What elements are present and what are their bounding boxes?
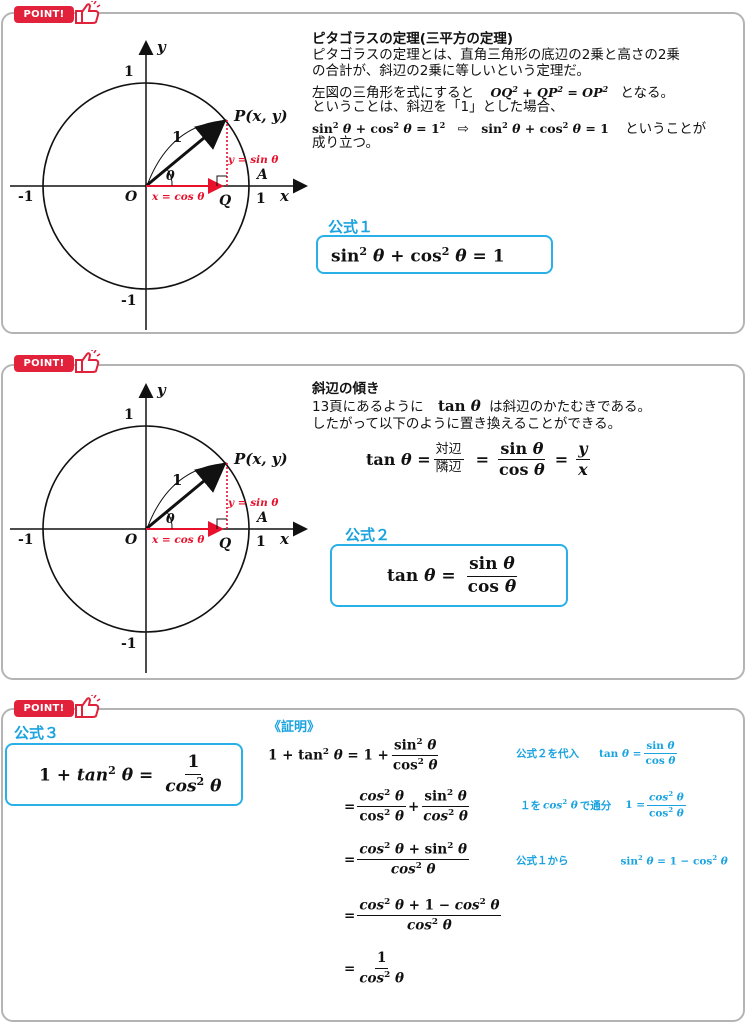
tick-1-right: 1	[256, 534, 266, 550]
thumbs-up-icon	[75, 1, 101, 24]
section1-line3: 左図の三角形を式にすると OQ2 + QP2 = OP2 となる。	[312, 81, 674, 102]
opposite-label: 対辺	[433, 443, 464, 461]
section2-heading: 斜辺の傾き	[312, 381, 380, 397]
section1-line3a: 左図の三角形を式にすると	[312, 85, 475, 102]
section1-line1: ピタゴラスの定理とは、直角三角形の底辺の2乗と高さの2乗	[312, 47, 680, 63]
y-axis-label: y	[157, 381, 166, 399]
section1-line6: 成り立つ。	[312, 135, 379, 151]
note3-text: 公式１から	[516, 855, 569, 867]
formula2-label: 公式２	[345, 526, 391, 544]
implies-arrow: ⇨	[457, 121, 469, 138]
section1-line5: sin2 θ + cos2 θ = 12 ⇨ sin2 θ + cos2 θ =…	[312, 117, 706, 138]
section2-line1b: は斜辺のかたむきである。	[489, 399, 651, 415]
point-q-label: Q	[219, 193, 232, 209]
adjacent-label: 隣辺	[435, 460, 462, 476]
x-cos-label: x = cos θ	[152, 534, 205, 546]
unit-circle-figure-2	[10, 383, 308, 673]
section1-line3b: となる。	[620, 85, 675, 102]
radius-label: 1	[172, 128, 183, 146]
point-a-label: A	[257, 510, 268, 526]
x-cos-label: x = cos θ	[152, 191, 205, 203]
section1-heading: ピタゴラスの定理(三平方の定理)	[312, 31, 514, 47]
section2-line2: したがって以下のように置き換えることができる。	[312, 416, 622, 432]
equals-2: =	[554, 450, 569, 470]
origin-label: O	[125, 532, 138, 548]
point-badge-label: POINT!	[14, 355, 74, 372]
note2b-text: で通分	[579, 799, 612, 812]
tan-theta-inline: tan θ	[437, 397, 481, 415]
opp-over-adj: 対辺 隣辺	[433, 443, 464, 476]
section2-line1a: 13頁にあるように	[312, 399, 424, 415]
formula1-label: 公式１	[328, 218, 374, 236]
tick-neg1-left: -1	[18, 189, 34, 205]
unit-circle-figure-1	[10, 40, 308, 330]
note2a-text: １を	[520, 799, 541, 812]
radius-label: 1	[172, 471, 183, 489]
section1-line4: ということは、斜辺を「1」とした場合、	[312, 99, 564, 115]
formula1-box: sin2 θ + cos2 θ = 1	[316, 235, 553, 274]
tick-neg1-bottom: -1	[121, 636, 137, 652]
y-sin-label: y = sin θ	[228, 497, 279, 509]
origin-label: O	[125, 189, 138, 205]
proof-note-3: 公式１から sin2 θ = 1 − cos2 θ	[516, 853, 728, 868]
point-a-label: A	[257, 167, 268, 183]
section2-line1: 13頁にあるように tan θ は斜辺のかたむきである。	[312, 398, 651, 416]
angle-label: θ	[166, 169, 175, 184]
y-sin-label: y = sin θ	[228, 154, 279, 166]
point-badge-label: POINT!	[14, 700, 74, 717]
proof-title: 《証明》	[268, 720, 321, 735]
x-axis-label: x	[280, 530, 289, 548]
tick-1-top: 1	[124, 407, 134, 423]
panel-slope	[1, 364, 745, 680]
tick-neg1-left: -1	[18, 532, 34, 548]
equals-1: =	[475, 450, 490, 470]
angle-label: θ	[166, 512, 175, 527]
note1-text: 公式２を代入	[516, 748, 579, 761]
point-badge-label: POINT!	[14, 6, 74, 23]
formula1-equation: sin2 θ + cos2 θ = 1	[331, 245, 505, 267]
y-axis-label: y	[157, 38, 166, 56]
panel-pythagorean	[1, 12, 745, 334]
section1-line5b: ということが	[625, 121, 707, 138]
tick-1-right: 1	[256, 191, 266, 207]
x-axis-label: x	[280, 187, 289, 205]
eq-sum-one-squared: sin2 θ + cos2 θ = 12	[312, 120, 446, 137]
formula3-label: 公式３	[14, 724, 60, 742]
point-q-label: Q	[219, 536, 232, 552]
point-p-label: P(x, y)	[234, 450, 288, 468]
thumbs-up-icon	[75, 695, 101, 718]
tick-neg1-bottom: -1	[121, 293, 137, 309]
thumbs-up-icon	[75, 350, 101, 373]
pythagoras-equation: OQ2 + QP2 = OP2	[490, 84, 609, 101]
tan-theta-lhs: tan θ =	[366, 450, 431, 470]
point-p-label: P(x, y)	[234, 107, 288, 125]
section1-line2: の合計が、斜辺の2乗に等しいという定理だ。	[312, 63, 590, 79]
eq-sum-one: sin2 θ + cos2 θ = 1	[481, 120, 609, 137]
tick-1-top: 1	[124, 64, 134, 80]
